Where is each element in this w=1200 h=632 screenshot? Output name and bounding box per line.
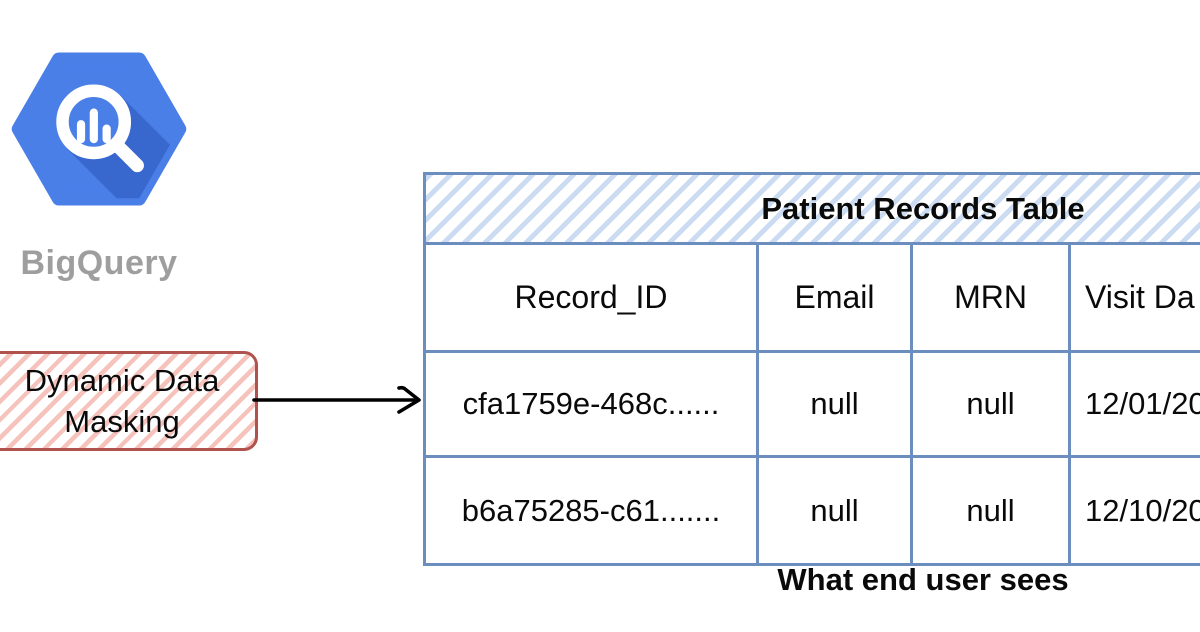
bigquery-hexagon-icon [11, 52, 187, 206]
masking-label-line2: Masking [64, 404, 180, 439]
column-header-record-id: Record_ID [426, 245, 759, 353]
masking-label-line1: Dynamic Data [24, 363, 220, 398]
column-header-mrn: MRN [913, 245, 1071, 353]
table-cell-row1-mrn: null [913, 353, 1071, 458]
column-header-visit-date: Visit Da [1071, 245, 1200, 353]
table-title: Patient Records Table [426, 175, 1200, 245]
table-cell-row1-visit-date: 12/01/20 [1071, 353, 1200, 458]
dynamic-data-masking-box: Dynamic Data Masking [0, 351, 258, 451]
table-cell-row2-visit-date: 12/10/20 [1085, 492, 1200, 528]
table-cell-row1-email: null [759, 353, 913, 458]
table-cell-row2-mrn: null [913, 458, 1071, 563]
masking-to-table-arrow-icon [252, 385, 421, 414]
table-cell-row2-email: null [759, 458, 913, 563]
table-cell-row1-record-id: cfa1759e-468c...... [426, 353, 759, 458]
table-caption: What end user sees [777, 562, 1069, 597]
column-header-email: Email [759, 245, 913, 353]
bigquery-label: BigQuery [20, 244, 178, 282]
bigquery-logo: BigQuery [10, 28, 188, 283]
patient-records-table: Patient Records Table Record_ID Email MR… [423, 172, 1200, 566]
table-cell-row2-record-id: b6a75285-c61....... [426, 458, 759, 563]
